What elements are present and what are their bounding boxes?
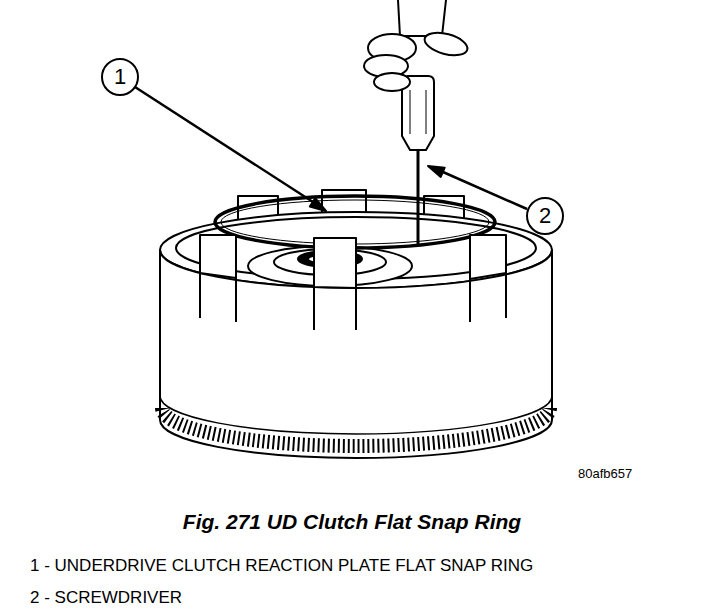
figure-caption: Fig. 271 UD Clutch Flat Snap Ring <box>183 510 521 533</box>
thumb <box>422 29 470 60</box>
slot-line <box>313 287 315 330</box>
leader-line <box>443 172 527 209</box>
callout-number: 2 <box>539 205 551 227</box>
arrowhead <box>428 166 445 177</box>
slot-line <box>199 273 201 318</box>
slot-line <box>469 279 471 322</box>
band-edge <box>160 396 552 434</box>
drum-tab <box>200 235 236 278</box>
handle-grip <box>426 90 427 134</box>
screwdriver-shaft <box>417 148 420 244</box>
callout-number: 1 <box>114 66 126 88</box>
callout-circle: 1 <box>100 57 140 97</box>
legend-key: 2 - SCREWDRIVER <box>30 589 182 608</box>
clutch-teeth <box>162 408 550 446</box>
arrowhead <box>310 198 326 211</box>
legend-key: 1 - UNDERDRIVE CLUTCH REACTION PLATE FLA… <box>30 557 533 576</box>
figure-id: 80afb657 <box>578 467 632 481</box>
arm <box>398 0 446 36</box>
slot-line <box>355 288 357 330</box>
callout-circle: 2 <box>525 196 565 236</box>
handle-grip <box>410 90 411 134</box>
circle-outline <box>527 198 563 234</box>
circle-outline <box>102 59 138 95</box>
drum-tab <box>314 238 356 288</box>
slot-line <box>235 278 237 322</box>
drum-tab <box>470 235 506 279</box>
finger <box>374 73 410 91</box>
leader-line <box>135 87 313 202</box>
slot-line <box>505 273 507 318</box>
